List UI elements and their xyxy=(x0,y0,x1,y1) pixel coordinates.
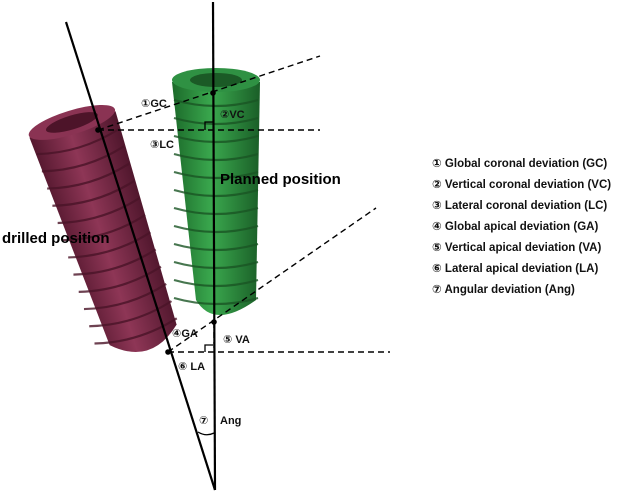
thread-ring xyxy=(173,116,259,126)
label-ga: ④GA xyxy=(172,328,198,340)
apical-diagonal-dashed xyxy=(167,207,377,353)
thread-ring xyxy=(41,145,125,173)
coronal-planned-point xyxy=(210,90,216,96)
thread-ring xyxy=(94,317,178,345)
label-vc: ②VC xyxy=(220,109,245,121)
thread-ring xyxy=(173,296,259,306)
legend-item-vc: ② Vertical coronal deviation (VC) xyxy=(432,179,611,191)
thread-ring xyxy=(173,152,259,162)
thread-ring xyxy=(173,260,259,270)
thread-ring xyxy=(83,282,167,311)
legend-item-gc: ① Global coronal deviation (GC) xyxy=(432,158,607,170)
thread-ring xyxy=(173,242,259,252)
legend-item-ang: ⑦ Angular deviation (Ang) xyxy=(432,284,575,296)
thread-ring xyxy=(47,162,130,190)
thread-ring xyxy=(36,128,120,156)
thread-ring xyxy=(78,265,162,293)
legend-item-ga: ④ Global apical deviation (GA) xyxy=(432,221,598,233)
thread-ring xyxy=(68,231,152,259)
thread-ring xyxy=(173,224,259,234)
thread-ring xyxy=(173,188,259,198)
label-va: ⑤ VA xyxy=(223,334,250,346)
drilled-implant xyxy=(28,104,178,352)
legend-item-lc: ③ Lateral coronal deviation (LC) xyxy=(432,200,607,212)
apical-planned-point xyxy=(211,319,217,325)
drilled-axis-line xyxy=(64,21,217,491)
thread-ring xyxy=(57,196,141,225)
coronal-diagonal-dashed xyxy=(97,55,321,131)
thread-ring xyxy=(173,134,259,144)
right-angle-marker-apical xyxy=(204,344,213,352)
thread-ring xyxy=(89,300,173,328)
right-angle-marker-coronal xyxy=(204,121,213,130)
thread-ring xyxy=(62,214,146,242)
label-ang-number: ⑦ xyxy=(199,415,208,427)
thread-ring xyxy=(173,170,259,180)
label-ang: Ang xyxy=(220,415,241,427)
thread-ring xyxy=(52,179,136,207)
apical-drilled-point xyxy=(165,349,171,355)
thread-ring xyxy=(173,278,259,288)
legend-item-va: ⑤ Vertical apical deviation (VA) xyxy=(432,242,601,254)
angle-arc xyxy=(197,431,215,436)
legend-item-la: ⑥ Lateral apical deviation (LA) xyxy=(432,263,598,275)
planned-position-label: Planned position xyxy=(220,171,341,188)
label-lc: ③LC xyxy=(150,139,174,151)
label-gc: ①GC xyxy=(141,98,167,110)
legend: ① Global coronal deviation (GC) ② Vertic… xyxy=(432,158,611,296)
drilled-position-label: drilled position xyxy=(2,230,110,247)
planned-axis-line xyxy=(211,1,217,491)
coronal-drilled-point xyxy=(95,127,101,133)
label-la: ⑥ LA xyxy=(178,361,205,373)
thread-ring xyxy=(173,98,259,108)
planned-implant xyxy=(172,68,260,315)
thread-ring xyxy=(173,206,259,216)
thread-ring xyxy=(73,248,157,276)
